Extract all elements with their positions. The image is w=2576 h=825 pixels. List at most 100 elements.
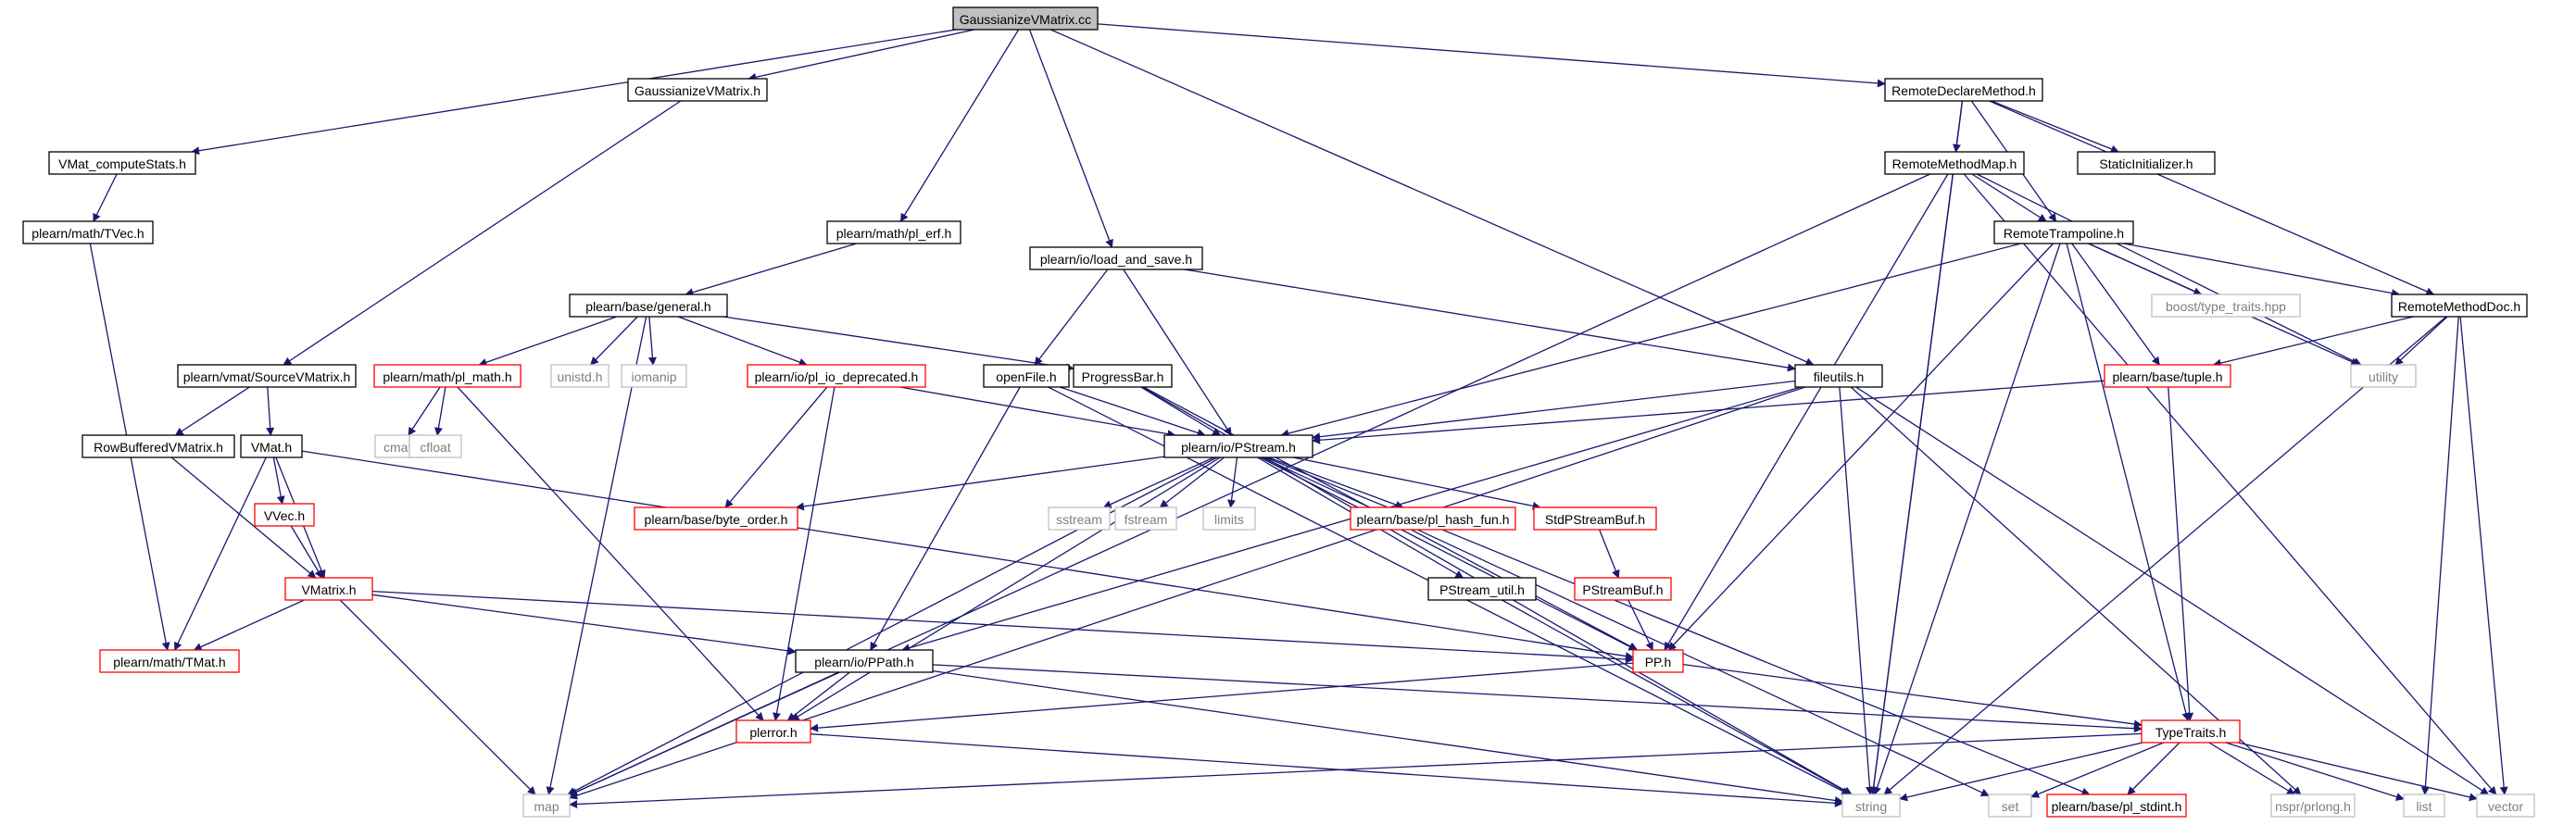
node-label: sstream — [1056, 512, 1102, 527]
node-stdint[interactable]: plearn/base/pl_stdint.h — [2046, 794, 2187, 818]
node-si[interactable]: StaticInitializer.h — [2077, 151, 2216, 175]
node-box — [795, 649, 934, 673]
node-stdpsb[interactable]: StdPStreamBuf.h — [1533, 506, 1657, 531]
node-ppath[interactable]: plearn/io/PPath.h — [795, 649, 934, 673]
node-box — [240, 434, 303, 458]
node-fstream[interactable]: fstream — [1114, 506, 1177, 531]
edge-ppath-to-string — [932, 669, 1843, 805]
node-label: boost/type_traits.hpp — [2166, 299, 2286, 314]
node-box — [747, 364, 926, 388]
edge-rt-to-tuple — [2071, 243, 2160, 366]
edge-pliodep-to-byteorder — [724, 386, 828, 508]
edge-plerf-to-general — [685, 243, 857, 296]
node-vvec[interactable]: VVec.h — [254, 503, 315, 527]
node-box — [627, 78, 768, 102]
edge-rmd-to-list — [2420, 316, 2459, 795]
node-loadsave[interactable]: plearn/io/load_and_save.h — [1029, 246, 1203, 270]
node-label: plearn/math/TMat.h — [113, 655, 225, 669]
node-vmcs[interactable]: VMat_computeStats.h — [48, 151, 196, 175]
node-tvec[interactable]: plearn/math/TVec.h — [22, 220, 154, 244]
node-plerf[interactable]: plearn/math/pl_erf.h — [826, 220, 961, 244]
node-cfloat[interactable]: cfloat — [408, 434, 462, 458]
node-box — [952, 6, 1099, 31]
node-vmatrix[interactable]: VMatrix.h — [284, 577, 373, 601]
edge-pstream-to-pp — [1260, 456, 1638, 651]
edge-rmm-to-rt — [1971, 173, 2047, 222]
node-unistd[interactable]: unistd.h — [550, 364, 609, 388]
node-openfile[interactable]: openFile.h — [983, 364, 1070, 388]
edge-psutil-to-string — [1502, 599, 1853, 795]
edge-general-to-map — [546, 316, 647, 795]
node-progress[interactable]: ProgressBar.h — [1073, 364, 1173, 388]
node-box — [373, 364, 521, 388]
node-label: map — [534, 799, 559, 814]
node-box — [2077, 151, 2216, 175]
node-boost[interactable]: boost/type_traits.hpp — [2151, 294, 2301, 318]
node-box — [826, 220, 961, 244]
node-box — [82, 434, 235, 458]
node-box — [2403, 794, 2445, 818]
node-string[interactable]: string — [1841, 794, 1901, 818]
node-label: plearn/io/pl_io_deprecated.h — [755, 369, 919, 384]
edge-typetraits-to-string — [1899, 742, 2143, 802]
node-psutil[interactable]: PStream_util.h — [1427, 577, 1537, 601]
node-pliodep[interactable]: plearn/io/pl_io_deprecated.h — [747, 364, 926, 388]
edge-pstream-to-byteorder — [795, 456, 1165, 511]
node-rt[interactable]: RemoteTrampoline.h — [1993, 220, 2134, 244]
node-label: utility — [2369, 369, 2398, 384]
edge-general-to-iomanip — [647, 316, 657, 366]
node-gvm-h[interactable]: GaussianizeVMatrix.h — [627, 78, 768, 102]
node-label: iomanip — [631, 369, 676, 384]
node-set[interactable]: set — [1988, 794, 2032, 818]
node-label: plearn/io/load_and_save.h — [1040, 252, 1192, 267]
edge-vmat-to-vvec — [272, 456, 285, 505]
edge-rmm-to-utility — [1976, 173, 2362, 366]
edge-plmath-to-cfloat — [434, 386, 446, 436]
node-map[interactable]: map — [522, 794, 571, 818]
edge-pp-to-typetraits — [1682, 663, 2142, 729]
node-root[interactable]: GaussianizeVMatrix.cc — [952, 6, 1099, 31]
node-list[interactable]: list — [2403, 794, 2445, 818]
node-tmat[interactable]: plearn/math/TMat.h — [99, 649, 240, 673]
node-rbvm[interactable]: RowBufferedVMatrix.h — [82, 434, 235, 458]
node-tuple[interactable]: plearn/base/tuple.h — [2104, 364, 2231, 388]
edge-rmd-to-tuple — [2212, 316, 2414, 368]
node-box — [550, 364, 609, 388]
edge-openfile-to-pstream — [1059, 386, 1206, 437]
node-label: GaussianizeVMatrix.h — [635, 83, 760, 98]
node-box — [408, 434, 462, 458]
node-label: RowBufferedVMatrix.h — [94, 440, 223, 455]
node-box — [1202, 506, 1256, 531]
node-plmath[interactable]: plearn/math/pl_math.h — [373, 364, 521, 388]
node-general[interactable]: plearn/base/general.h — [569, 294, 728, 318]
node-box — [48, 151, 196, 175]
edge-root-to-plerf — [899, 29, 1020, 222]
node-utility[interactable]: utility — [2350, 364, 2417, 388]
node-vector[interactable]: vector — [2476, 794, 2535, 818]
node-fileutils[interactable]: fileutils.h — [1794, 364, 1883, 388]
edge-vmat-to-pp — [301, 450, 1634, 661]
node-limits[interactable]: limits — [1202, 506, 1256, 531]
edge-typetraits-to-stdint — [2127, 742, 2180, 795]
node-rmd[interactable]: RemoteMethodDoc.h — [2391, 294, 2528, 318]
node-sstream[interactable]: sstream — [1048, 506, 1111, 531]
node-prlong[interactable]: nspr/prlong.h — [2270, 794, 2356, 818]
node-plerror[interactable]: plerror.h — [735, 719, 811, 744]
node-svm[interactable]: plearn/vmat/SourceVMatrix.h — [177, 364, 357, 388]
node-label: openFile.h — [996, 369, 1056, 384]
node-iomanip[interactable]: iomanip — [621, 364, 687, 388]
node-vmat[interactable]: VMat.h — [240, 434, 303, 458]
node-label: RemoteTrampoline.h — [2004, 226, 2124, 241]
node-byteorder[interactable]: plearn/base/byte_order.h — [634, 506, 798, 531]
node-rdm[interactable]: RemoteDeclareMethod.h — [1884, 78, 2043, 102]
edge-rt-to-pp — [1667, 243, 2055, 651]
edge-loadsave-to-fileutils — [1184, 269, 1796, 372]
node-pstream[interactable]: plearn/io/PStream.h — [1163, 434, 1313, 458]
node-hashfun[interactable]: plearn/base/pl_hash_fun.h — [1350, 506, 1516, 531]
node-label: set — [2002, 799, 2019, 814]
node-typetraits[interactable]: TypeTraits.h — [2141, 719, 2241, 744]
node-rmm[interactable]: RemoteMethodMap.h — [1884, 151, 2025, 175]
node-label: PStream_util.h — [1439, 582, 1525, 597]
node-pp[interactable]: PP.h — [1632, 649, 1684, 673]
node-psb[interactable]: PStreamBuf.h — [1574, 577, 1672, 601]
